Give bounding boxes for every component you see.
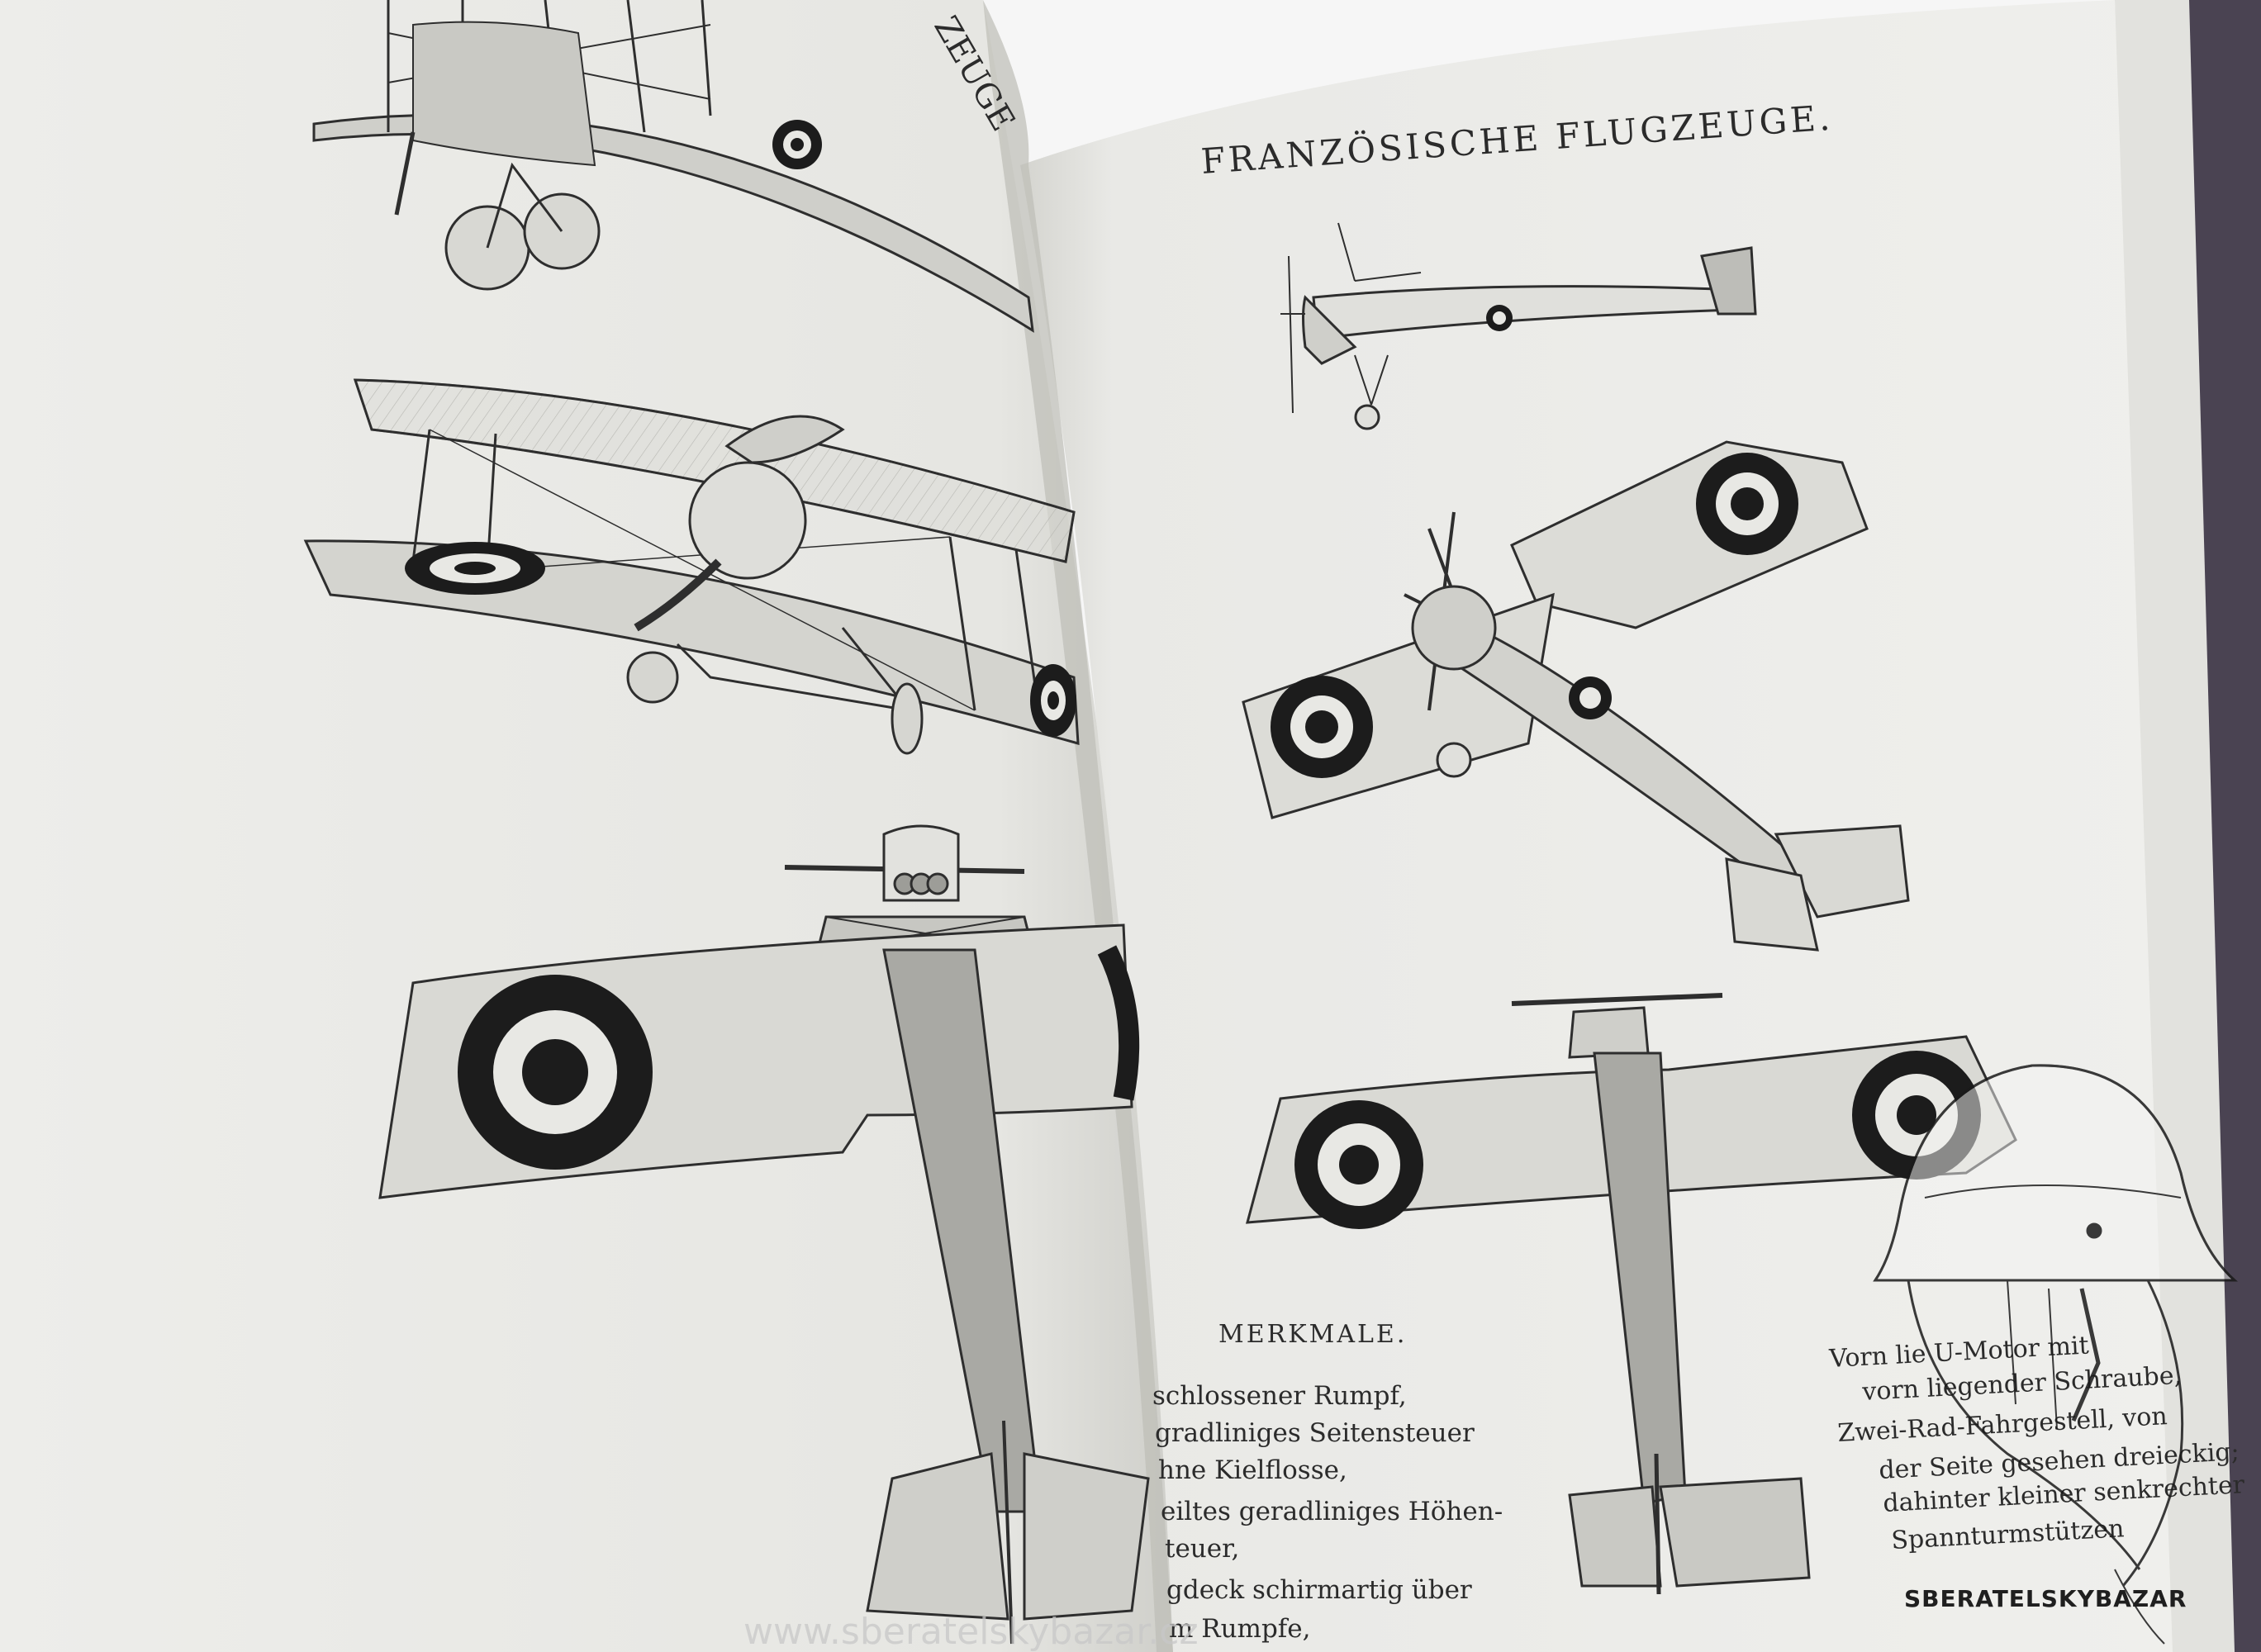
merkmale-line: m Rumpfe, <box>1169 1614 1310 1644</box>
left-biplane-middle-illustration <box>303 378 1080 755</box>
right-monoplane-side-illustration <box>1280 222 1757 430</box>
right-monoplane-plan-illustration <box>1246 993 2017 1595</box>
merkmale-line: teuer, <box>1165 1534 1239 1564</box>
merkmale-line: schlossener Rumpf, <box>1152 1381 1407 1411</box>
watermark-helmet-icon <box>1873 1064 2238 1645</box>
right-monoplane-angled-illustration <box>1242 440 1910 952</box>
merkmale-line: hne Kielflosse, <box>1158 1455 1347 1485</box>
merkmale-section: MERKMALE. schlossener Rumpf, gradliniges… <box>1152 1320 1503 1644</box>
right-page <box>1020 0 2173 1652</box>
merkmale-line: gradliniges Seitensteuer <box>1155 1418 1475 1448</box>
book-cover-edge <box>2181 0 2261 1652</box>
left-monoplane-plan-illustration <box>378 824 1150 1645</box>
left-page <box>0 0 1173 1652</box>
watermark-url: www.sberatelskybazar.cz <box>743 1611 1199 1652</box>
merkmale-line: eiltes geradliniges Höhen- <box>1161 1497 1503 1526</box>
left-biplane-top-illustration <box>312 0 1034 333</box>
watermark-brand: SBERATELSKYBAZAR <box>1904 1585 2187 1612</box>
merkmale-line: gdeck schirmartig über <box>1166 1575 1472 1605</box>
book-gutter <box>983 0 1173 1652</box>
merkmale-heading: MERKMALE. <box>1218 1320 1407 1349</box>
